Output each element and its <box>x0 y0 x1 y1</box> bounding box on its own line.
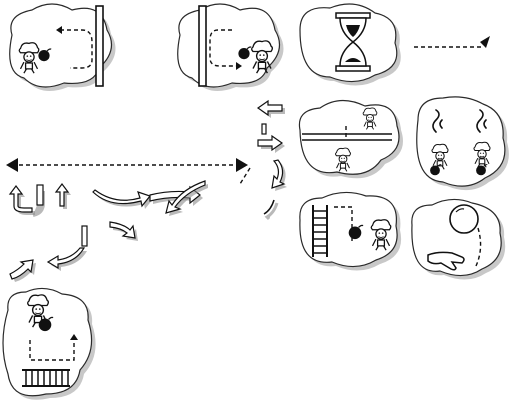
pointing-hand-icon <box>427 251 465 271</box>
arrowhead-icon <box>236 62 242 70</box>
panel-pointing-bubble <box>411 198 506 280</box>
panel-hourglass <box>299 3 401 86</box>
door-icon <box>95 5 104 87</box>
floor-line <box>302 133 392 141</box>
door-icon <box>198 5 207 87</box>
bubble-icon <box>449 204 479 234</box>
arrowhead-icon <box>56 26 62 34</box>
arrow-cluster-center <box>92 180 208 241</box>
panel-ladder-bottom <box>2 287 96 400</box>
panel-smoke-characters <box>416 96 509 191</box>
hourglass-icon <box>335 12 371 72</box>
arrow-cluster-right <box>256 99 287 221</box>
smoke-icon <box>476 109 487 133</box>
arrowhead-icon <box>70 334 78 340</box>
panel-ladder-climb <box>299 191 402 271</box>
smoke-icon <box>432 109 443 133</box>
dashed-arrow-right <box>414 36 490 48</box>
dashed-path <box>475 227 482 267</box>
dashed-path <box>334 206 353 241</box>
arrow-cluster-left <box>8 183 88 282</box>
panel-fall-down <box>298 99 403 179</box>
big-dashed-double-arrow <box>6 158 251 185</box>
ladder-icon <box>312 205 328 257</box>
horizontal-ladder-icon <box>22 369 70 387</box>
panel-push-door-right <box>177 3 284 91</box>
dashed-path <box>209 29 236 67</box>
panel-push-door-left <box>9 3 116 91</box>
dashed-path <box>29 338 75 361</box>
